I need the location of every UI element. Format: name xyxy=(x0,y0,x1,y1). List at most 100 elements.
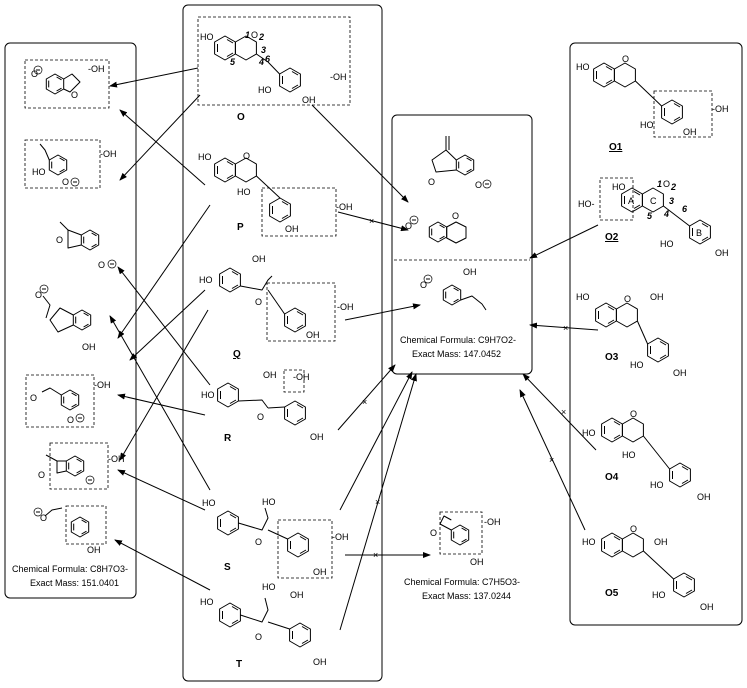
left-product-formula: Chemical Formula: C8H7O3- xyxy=(12,564,128,574)
compound-O5: HO O OH HO OH O5 xyxy=(582,524,714,612)
center-product-formula: Chemical Formula: C9H7O2- xyxy=(400,335,516,345)
svg-text:OH: OH xyxy=(290,590,304,600)
left-fragment-1: O O -OH xyxy=(24,59,110,109)
svg-text:OH: OH xyxy=(263,370,277,380)
svg-text:6: 6 xyxy=(682,204,688,214)
svg-text:2: 2 xyxy=(670,182,676,192)
svg-text:Q: Q xyxy=(233,349,241,360)
compound-S: HO HO O OH -OH S xyxy=(202,497,349,579)
left-fragment-6: O -OH xyxy=(38,442,125,490)
svg-text:O3: O3 xyxy=(605,352,619,363)
center-fragment-3: O OH xyxy=(420,267,487,311)
svg-text:×: × xyxy=(373,550,378,560)
svg-text:O2: O2 xyxy=(605,232,619,243)
svg-text:O: O xyxy=(56,235,63,245)
svg-text:HO: HO xyxy=(650,480,664,490)
svg-text:-OH: -OH xyxy=(100,149,117,159)
svg-text:2: 2 xyxy=(258,32,264,42)
svg-text:OH: OH xyxy=(715,248,729,258)
svg-text:6: 6 xyxy=(265,54,271,64)
bottom-product-formula: Chemical Formula: C7H5O3- xyxy=(404,577,520,587)
svg-text:HO: HO xyxy=(200,597,214,607)
center-fragment-1: O O xyxy=(428,136,492,190)
svg-text:OH: OH xyxy=(252,254,266,264)
svg-text:HO: HO xyxy=(660,239,674,249)
svg-text:T: T xyxy=(236,659,242,670)
svg-text:O: O xyxy=(430,528,437,538)
svg-text:O: O xyxy=(67,415,74,425)
svg-text:O: O xyxy=(622,54,629,64)
svg-text:R: R xyxy=(224,433,232,444)
svg-text:×: × xyxy=(375,497,380,507)
svg-text:O5: O5 xyxy=(605,588,619,599)
svg-text:O: O xyxy=(475,180,482,190)
svg-text:P: P xyxy=(237,222,244,233)
svg-text:O: O xyxy=(257,412,264,422)
left-fragment-3: O O xyxy=(56,221,117,270)
center-product-mass: Exact Mass: 147.0452 xyxy=(412,349,501,359)
svg-text:5: 5 xyxy=(230,57,236,67)
left-product-mass: Exact Mass: 151.0401 xyxy=(30,578,119,588)
svg-text:×: × xyxy=(561,407,566,417)
svg-text:HO: HO xyxy=(612,182,626,192)
svg-text:3: 3 xyxy=(669,196,674,206)
left-fragment-4: O OH xyxy=(35,284,96,352)
svg-text:HO: HO xyxy=(652,590,666,600)
compound-O3: HO O OH HO OH O3 xyxy=(576,292,687,378)
svg-text:-OH: -OH xyxy=(88,64,105,74)
svg-text:HO: HO xyxy=(198,152,212,162)
left-fragment-2: HO O -OH xyxy=(24,139,117,189)
svg-text:×: × xyxy=(549,455,554,465)
svg-text:1: 1 xyxy=(657,179,662,189)
svg-text:A: A xyxy=(628,196,634,206)
svg-text:O: O xyxy=(251,30,258,40)
svg-text:-OH: -OH xyxy=(293,372,310,382)
isomer-panel xyxy=(569,42,743,626)
svg-text:O: O xyxy=(237,112,245,123)
svg-text:OH: OH xyxy=(82,342,96,352)
left-fragment-7: O OH xyxy=(33,505,107,555)
compound-O: HO 1 O 2 3 4 5 6 HO OH -OH O xyxy=(197,16,351,123)
svg-text:HO: HO xyxy=(201,390,215,400)
svg-text:×: × xyxy=(362,397,367,407)
svg-text:-OH: -OH xyxy=(336,202,353,212)
svg-text:HO: HO xyxy=(202,498,216,508)
svg-text:HO: HO xyxy=(622,450,636,460)
svg-text:HO: HO xyxy=(258,85,272,95)
svg-text:O: O xyxy=(243,151,250,161)
svg-text:O: O xyxy=(255,632,262,642)
svg-text:×: × xyxy=(563,323,568,333)
svg-text:5: 5 xyxy=(647,211,653,221)
svg-text:-OH: -OH xyxy=(484,517,501,527)
center-product-panel xyxy=(391,114,533,375)
compound-O4: HO O HO HO OH O4 xyxy=(582,409,711,502)
svg-text:-OH: -OH xyxy=(108,454,125,464)
left-fragment-5: O O -OH xyxy=(25,374,111,428)
svg-text:O: O xyxy=(40,513,47,523)
svg-text:-OH: -OH xyxy=(337,302,354,312)
svg-text:-OH: -OH xyxy=(94,380,111,390)
svg-text:OH: OH xyxy=(697,492,711,502)
svg-text:OH: OH xyxy=(310,432,324,442)
svg-text:OH: OH xyxy=(470,557,484,567)
precursor-panel xyxy=(182,4,383,682)
svg-text:HO: HO xyxy=(200,32,214,42)
svg-text:O: O xyxy=(428,177,435,187)
svg-text:4: 4 xyxy=(663,209,669,219)
svg-text:4: 4 xyxy=(258,57,264,67)
svg-text:OH: OH xyxy=(313,657,327,667)
svg-text:OH: OH xyxy=(463,267,477,277)
svg-text:O: O xyxy=(31,69,38,79)
svg-text:O4: O4 xyxy=(605,472,619,483)
svg-text:C: C xyxy=(650,196,657,206)
svg-text:O: O xyxy=(62,177,69,187)
compound-T: HO HO OH O OH T xyxy=(200,582,327,670)
svg-text:B: B xyxy=(696,228,702,238)
svg-text:OH: OH xyxy=(700,602,714,612)
svg-text:O: O xyxy=(420,280,427,290)
svg-text:HO: HO xyxy=(576,62,590,72)
compound-R: HO OH O -OH OH R xyxy=(201,369,324,444)
svg-text:-OH: -OH xyxy=(332,532,349,542)
compound-Q: HO OH O OH -OH Q xyxy=(199,254,354,360)
svg-text:O: O xyxy=(663,179,670,189)
